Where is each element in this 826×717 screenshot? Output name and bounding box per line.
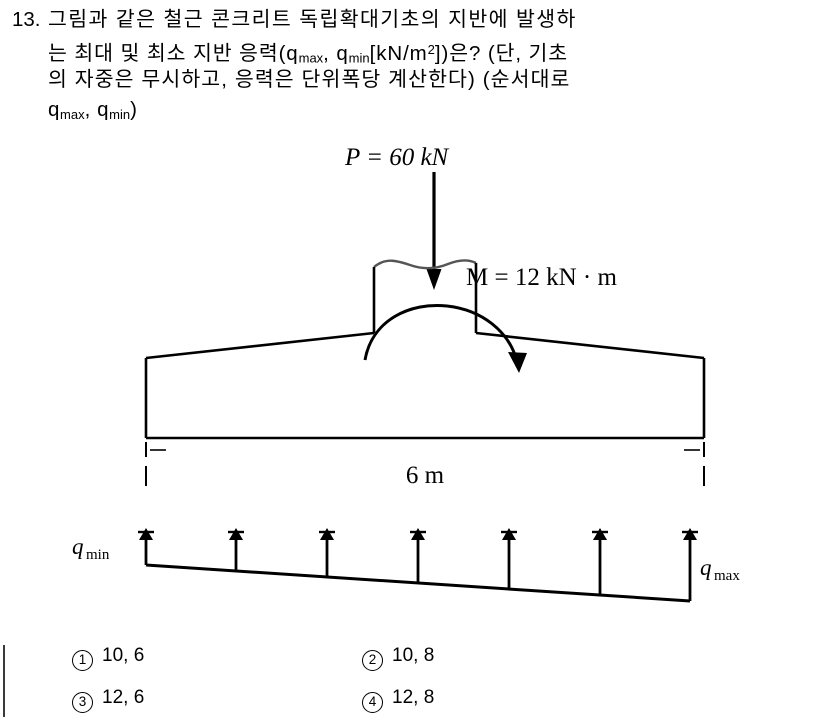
q-max-label-subscript: max — [714, 568, 740, 584]
q-max-label-base: q — [700, 555, 712, 580]
footing-diagram-svg: P = 60 kN M = 12 kN · m — [72, 144, 740, 603]
answer-option-1-text: 10, 6 — [102, 645, 145, 666]
answer-option-4-text: 12, 8 — [392, 687, 435, 708]
question-line-1: 그림과 같은 철근 콘크리트 독립확대기초의 지반에 발생하 — [48, 8, 577, 31]
question-line-2-part-d: ])은? (단, 기초 — [434, 41, 569, 65]
answer-options: 1 10, 6 2 10, 8 3 12, 6 4 12, 8 — [0, 620, 826, 717]
qmin-subscript-line4: min — [109, 106, 131, 122]
question-line-4-part-b: , q — [84, 98, 110, 121]
column-pedestal — [372, 259, 478, 333]
qmin-subscript-line2: min — [348, 50, 370, 66]
moment-arc-arrow — [363, 303, 527, 373]
question-number: 13. — [12, 8, 41, 31]
answer-option-3[interactable]: 3 12, 6 — [72, 688, 144, 713]
load-arrow-P — [426, 172, 442, 290]
footing-outline — [144, 331, 706, 440]
q-max-label: q max — [700, 555, 740, 584]
width-label: 6 m — [406, 462, 445, 489]
answer-option-3-marker: 3 — [72, 692, 93, 713]
answer-option-4-marker: 4 — [362, 692, 383, 713]
unit-exponent-line2: 2 — [427, 42, 435, 57]
load-label: P = 60 kN — [344, 144, 450, 171]
question-line-3: 의 자중은 무시하고, 응력은 단위폭당 계산한다) (순서대로 — [48, 68, 571, 91]
question-line-4: qmax, qmin) — [48, 98, 138, 125]
q-min-label-base: q — [72, 534, 84, 559]
answer-option-3-text: 12, 6 — [102, 687, 145, 708]
question-line-2-part-c: [kN/m — [369, 41, 428, 65]
question-line-2-part-b: , q — [323, 41, 349, 65]
pressure-arrows — [138, 528, 698, 601]
moment-label: M = 12 kN · m — [466, 264, 617, 291]
question-line-4-part-a: q — [48, 98, 61, 121]
question-line-2-part-a: 는 최대 및 최소 지반 응력(q — [48, 41, 299, 65]
answer-option-2-text: 10, 8 — [392, 645, 435, 666]
width-dimension: 6 m — [145, 442, 705, 489]
answer-option-2[interactable]: 2 10, 8 — [362, 646, 434, 671]
answer-option-1[interactable]: 1 10, 6 — [72, 646, 144, 671]
q-min-label: q min — [72, 534, 110, 563]
answer-option-4[interactable]: 4 12, 8 — [362, 688, 434, 713]
qmax-subscript-line2: max — [298, 50, 324, 66]
answer-option-1-marker: 1 — [72, 650, 93, 671]
answer-option-2-marker: 2 — [362, 650, 383, 671]
pressure-distribution: q min q max — [72, 528, 740, 603]
page-left-rule — [3, 645, 5, 717]
q-min-label-subscript: min — [86, 547, 110, 563]
qmax-subscript-line4: max — [60, 106, 85, 122]
question-line-4-part-c: ) — [130, 98, 138, 121]
figure-diagram: P = 60 kN M = 12 kN · m — [0, 130, 826, 620]
question-line-2: 는 최대 및 최소 지반 응력(qmax, qmin[kN/m2])은? (단,… — [48, 40, 568, 69]
